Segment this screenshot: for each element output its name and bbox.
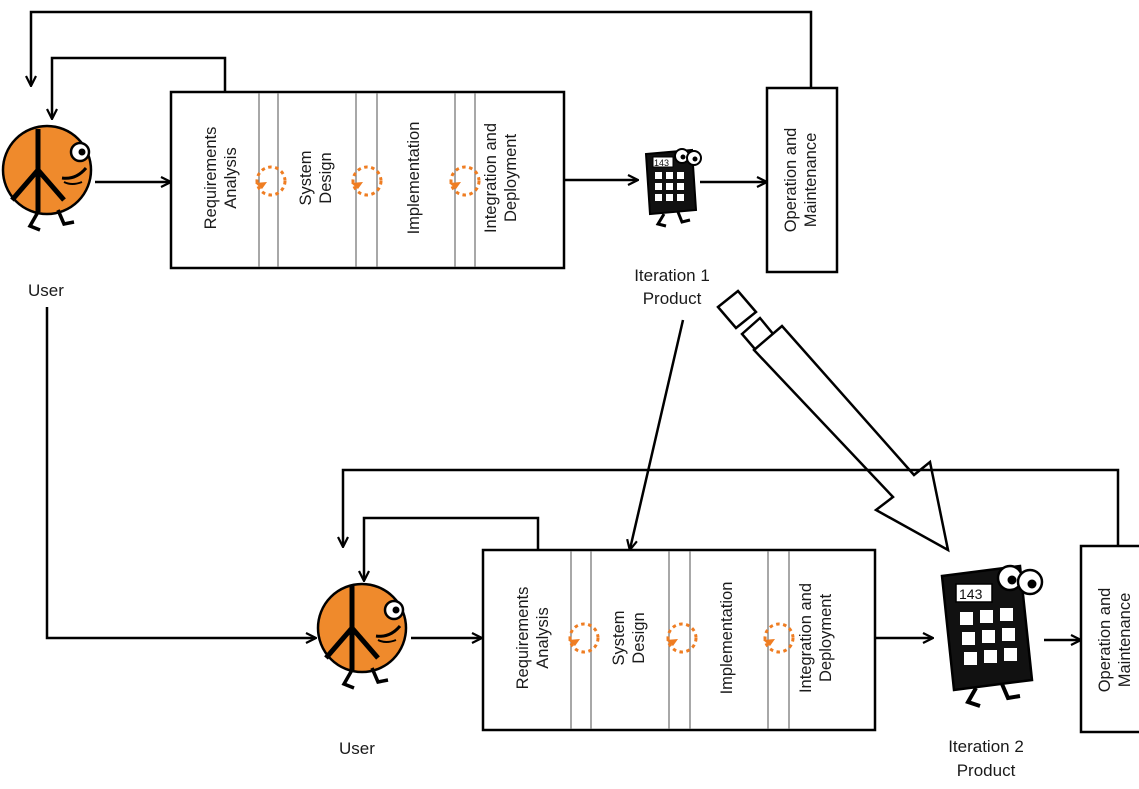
- product-label-line2: Product: [643, 289, 702, 308]
- iteration-2: User Requirements Analysis System Design…: [316, 468, 1139, 780]
- peace-sign-character-icon: [316, 582, 408, 690]
- svg-text:Analysis: Analysis: [534, 607, 552, 668]
- product-label-line2: Product: [957, 761, 1016, 780]
- operation-maintenance-box: Operation and Maintenance: [1079, 544, 1139, 734]
- svg-text:Analysis: Analysis: [222, 147, 240, 208]
- svg-text:Operation and: Operation and: [782, 128, 800, 233]
- iteration-1: User Requirements Analysis System Design…: [1, 10, 839, 638]
- feedback-arrow-process-to-user-2: [364, 516, 540, 580]
- phase-requirements-analysis: Requirements Analysis: [202, 127, 240, 230]
- calculator-screen: 143: [959, 586, 983, 602]
- svg-text:Requirements: Requirements: [202, 127, 220, 230]
- phase-requirements-analysis: Requirements Analysis: [514, 587, 552, 690]
- process-box: Requirements Analysis System Design Impl…: [169, 90, 566, 270]
- operation-maintenance-box: Operation and Maintenance: [765, 86, 839, 274]
- pencil-arrow-icon: [716, 289, 950, 553]
- svg-text:Operation and: Operation and: [1096, 588, 1114, 693]
- feedback-arrow-operation-to-user: [31, 10, 813, 88]
- svg-text:Deployment: Deployment: [817, 594, 835, 682]
- svg-text:Integration and: Integration and: [797, 583, 815, 693]
- phase-system-design: System Design: [297, 150, 335, 205]
- svg-text:System: System: [297, 150, 315, 205]
- calculator-screen: 143: [654, 158, 669, 168]
- calculator-character-icon: 143: [644, 148, 702, 228]
- svg-text:Implementation: Implementation: [718, 582, 736, 695]
- svg-text:Maintenance: Maintenance: [1116, 593, 1134, 687]
- svg-text:System: System: [610, 610, 628, 665]
- svg-text:Design: Design: [630, 612, 648, 663]
- product-label-line1: Iteration 2: [948, 737, 1024, 756]
- phase-implementation: Implementation: [718, 582, 736, 695]
- svg-text:Integration and: Integration and: [482, 123, 500, 233]
- product-label-line1: Iteration 1: [634, 266, 710, 285]
- arrow-user1-to-user2: [45, 307, 315, 638]
- svg-text:Maintenance: Maintenance: [802, 133, 820, 227]
- user-label: User: [28, 281, 64, 300]
- feedback-arrow-process-to-user: [52, 56, 227, 118]
- calculator-character-icon: 143: [940, 564, 1044, 708]
- arrow-product1-to-process2: [630, 319, 685, 549]
- user-character: [1, 124, 93, 232]
- peace-sign-character-icon: [1, 124, 93, 232]
- phase-system-design: System Design: [610, 610, 648, 665]
- svg-text:Deployment: Deployment: [502, 134, 520, 222]
- user-character: [316, 582, 408, 690]
- svg-text:Requirements: Requirements: [514, 587, 532, 690]
- phase-integration-deployment: Integration and Deployment: [797, 583, 835, 693]
- process-box: Requirements Analysis System Design Impl…: [481, 548, 877, 732]
- phase-integration-deployment: Integration and Deployment: [482, 123, 520, 233]
- svg-text:Implementation: Implementation: [405, 122, 423, 235]
- feedback-arrow-operation-to-user-2: [343, 468, 1120, 546]
- user-label: User: [339, 739, 375, 758]
- phase-implementation: Implementation: [405, 122, 423, 235]
- svg-text:Design: Design: [317, 152, 335, 203]
